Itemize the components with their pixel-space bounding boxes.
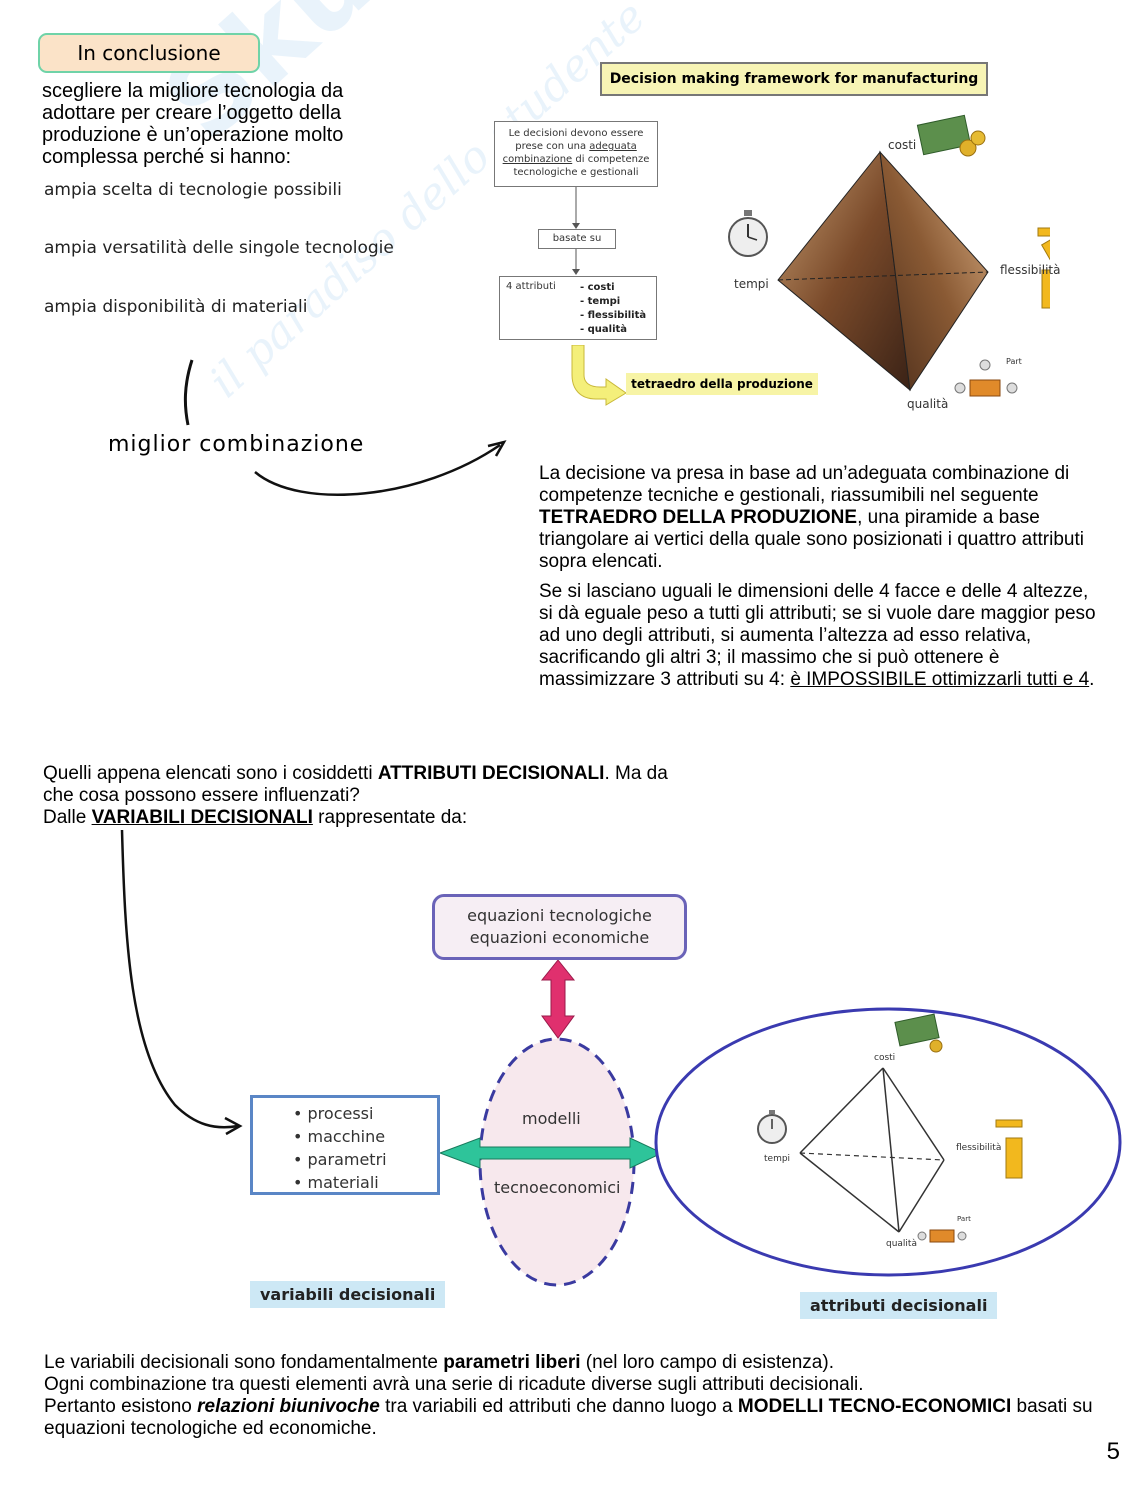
based-on-box: basate su xyxy=(538,229,616,249)
vertex-label-cost: costi xyxy=(874,1053,896,1063)
explanation-underlined: è IMPOSSIBILE ottimizzarli tutti e 4 xyxy=(790,669,1090,690)
explanation-text: , una piramide a base triangolare ai ver… xyxy=(539,507,1084,572)
page-number: 5 xyxy=(1106,1438,1120,1465)
vertex-label-quality: qualità xyxy=(907,397,949,411)
closing-text: basati su equazioni tecnologiche ed econ… xyxy=(44,1396,1093,1439)
explanation-text: La decisione va presa in base ad un’adeg… xyxy=(539,463,1070,506)
handwritten-arrow xyxy=(183,359,507,496)
attribute-item: - costi xyxy=(580,282,615,293)
bullet-item: ampia disponibilità di materiali xyxy=(44,297,308,317)
equation-line: equazioni economiche xyxy=(469,928,650,947)
closing-text: (nel loro campo di esistenza). xyxy=(580,1352,834,1373)
decisional-bold-underlined: VARIABILI DECISIONALI xyxy=(91,807,313,828)
yellow-curved-arrow xyxy=(571,345,627,406)
framework-decision-box: Le decisioni devono essere prese con una… xyxy=(494,121,658,187)
vertex-label-time: tempi xyxy=(764,1154,791,1164)
production-tetrahedron-image xyxy=(728,114,1050,397)
bullet-item: ampia scelta di tecnologie possibili xyxy=(44,180,342,200)
vertex-label-quality: qualità xyxy=(886,1239,917,1249)
robot-arm-icon xyxy=(1037,227,1050,309)
explanation-block: La decisione va presa in base ad un’adeg… xyxy=(539,463,1099,699)
tetrahedron-label: tetraedro della produzione xyxy=(626,373,818,395)
part-icon xyxy=(954,359,1018,397)
closing-bold-italic: relazioni biunivoche xyxy=(197,1396,380,1417)
decision-text: Le decisioni devono essere prese con una xyxy=(508,128,644,152)
decision-link-text: adeguata combinazione xyxy=(502,141,637,165)
models-label-bottom: tecnoeconomici xyxy=(494,1178,621,1197)
variables-tag: variabili decisionali xyxy=(250,1281,446,1308)
money-icon xyxy=(894,1013,943,1053)
explanation-text: . xyxy=(1089,669,1095,690)
part-label: Part xyxy=(957,1215,971,1223)
closing-bold: MODELLI TECNO-ECONOMICI xyxy=(737,1396,1012,1417)
attribute-item: - flessibilità xyxy=(580,310,647,321)
framework-connector xyxy=(572,187,580,275)
robot-arm-icon xyxy=(995,1119,1023,1179)
decisional-text: rappresentate da: xyxy=(312,807,468,828)
decisional-text: Dalle xyxy=(43,807,92,828)
vertex-label-cost: costi xyxy=(888,138,917,152)
explanation-bold: TETRAEDRO DELLA PRODUZIONE xyxy=(539,507,858,528)
closing-bold: parametri liberi xyxy=(443,1352,581,1373)
attributes-tag: attributi decisionali xyxy=(800,1292,998,1319)
part-icon xyxy=(917,1229,967,1243)
explanation-text: Se si lasciano uguali le dimensioni dell… xyxy=(539,581,1096,690)
decision-text-end: di competenze tecnologiche e gestionali xyxy=(513,154,650,178)
stopwatch-icon xyxy=(728,210,768,257)
money-icon xyxy=(916,114,986,157)
closing-text: Ogni combinazione tra questi elementi av… xyxy=(44,1374,864,1395)
vertex-label-flex: flessibilità xyxy=(1000,263,1061,277)
variables-box: • processi • macchine • parametri • mate… xyxy=(250,1095,440,1195)
equation-line: equazioni tecnologiche xyxy=(467,906,652,925)
stopwatch-icon xyxy=(757,1110,787,1144)
variable-item: • parametri xyxy=(293,1150,387,1169)
closing-text: Pertanto esistono xyxy=(44,1396,198,1417)
attribute-item: - tempi xyxy=(580,296,621,307)
decisional-text: Quelli appena elencati sono i cosiddetti xyxy=(43,763,378,784)
attribute-item: - qualità xyxy=(580,324,628,335)
framework-title: Decision making framework for manufactur… xyxy=(600,62,988,96)
decisional-bold: ATTRIBUTI DECISIONALI xyxy=(377,763,605,784)
decisional-paragraph: Quelli appena elencati sono i cosiddetti… xyxy=(43,763,683,829)
vertex-label-time: tempi xyxy=(734,277,769,291)
attributes-label: 4 attributi xyxy=(506,281,556,292)
intro-text: scegliere la migliore tecnologia da adot… xyxy=(42,80,344,168)
section-title-pill: In conclusione xyxy=(38,33,260,73)
bullet-item: ampia versatilità delle singole tecnolog… xyxy=(44,238,394,258)
closing-text: tra variabili ed attributi che danno luo… xyxy=(379,1396,738,1417)
handwritten-note: miglior combinazione xyxy=(108,432,365,457)
closing-paragraph: Le variabili decisionali sono fondamenta… xyxy=(44,1352,1104,1440)
variable-item: • processi xyxy=(293,1104,374,1123)
closing-text: Le variabili decisionali sono fondamenta… xyxy=(44,1352,444,1373)
attributes-box: 4 attributi - costi - tempi - flessibili… xyxy=(499,276,657,340)
decisional-text: . Ma da che cosa possono essere influenz… xyxy=(43,763,668,806)
equations-box: equazioni tecnologiche equazioni economi… xyxy=(432,894,687,960)
vertex-label-flex: flessibilità xyxy=(956,1143,1002,1153)
variable-item: • macchine xyxy=(293,1127,386,1146)
decision-diagram xyxy=(120,829,1122,1287)
models-label-top: modelli xyxy=(522,1109,581,1128)
part-label: Part xyxy=(1006,357,1022,366)
variable-item: • materiali xyxy=(293,1173,379,1192)
